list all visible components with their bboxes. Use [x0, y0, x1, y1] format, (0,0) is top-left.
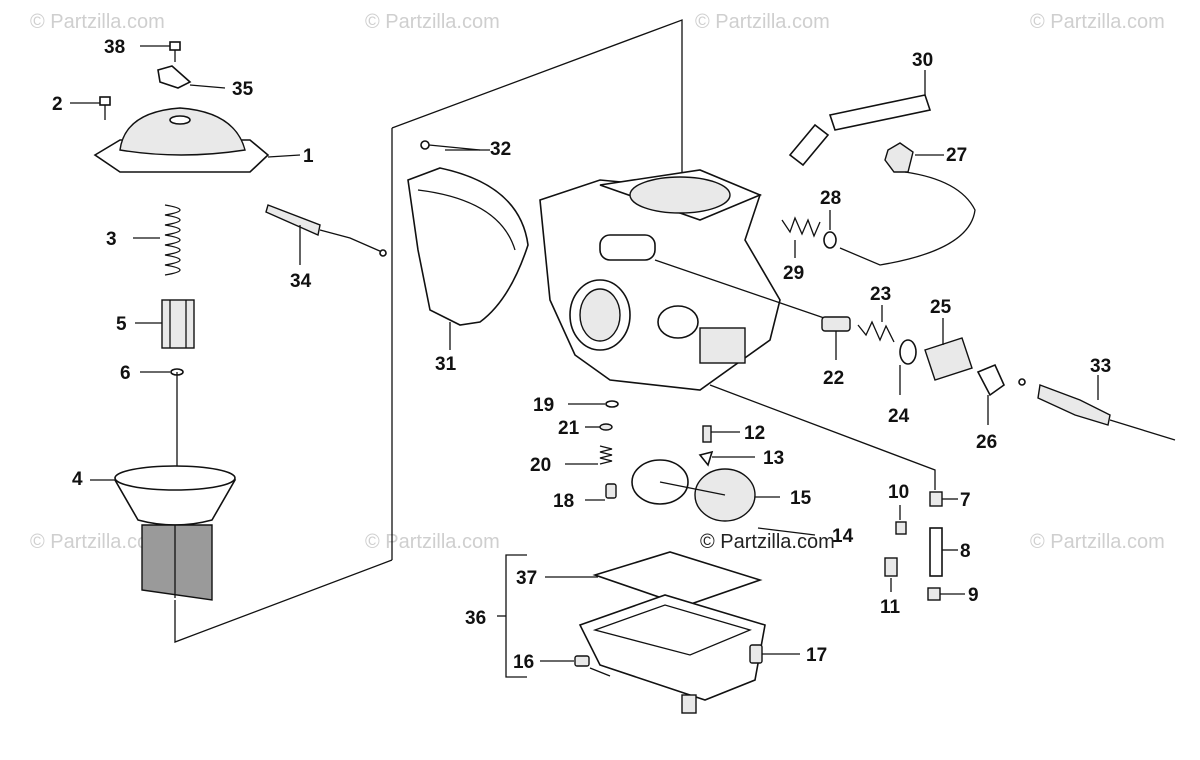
callout-18[interactable]: 18	[553, 491, 574, 512]
part-21-washer[interactable]	[585, 423, 613, 431]
callout-28[interactable]: 28	[820, 188, 841, 209]
part-13-clip[interactable]	[698, 450, 755, 467]
part-31-throttle-cover[interactable]	[407, 167, 529, 350]
part-23-spring[interactable]	[857, 305, 895, 343]
part-32-screw[interactable]	[420, 140, 490, 151]
watermark: © Partzilla.com	[30, 531, 165, 553]
part-26-cap[interactable]	[976, 363, 1005, 425]
callout-23[interactable]: 23	[870, 284, 891, 305]
watermark-layer: © Partzilla.com © Partzilla.com © Partzi…	[30, 11, 1165, 553]
part-35-bracket[interactable]	[157, 65, 226, 89]
callout-3[interactable]: 3	[106, 229, 117, 250]
callout-37[interactable]: 37	[516, 568, 537, 589]
callout-14[interactable]: 14	[832, 526, 854, 547]
part-33-sensor[interactable]	[1018, 375, 1176, 441]
part-24-washer[interactable]	[899, 339, 917, 395]
part-3-spring[interactable]	[133, 204, 181, 276]
watermark: © Partzilla.com	[30, 11, 165, 33]
part-10-jet[interactable]	[895, 505, 907, 535]
part-37-gasket[interactable]	[545, 551, 763, 607]
callout-20[interactable]: 20	[530, 455, 551, 476]
part-38-screw[interactable]	[140, 41, 181, 62]
callout-5[interactable]: 5	[116, 314, 127, 335]
part-9-main-jet[interactable]	[927, 587, 965, 601]
callout-4[interactable]: 4	[72, 469, 83, 490]
part-7-jet[interactable]	[929, 491, 958, 507]
part-11-jet[interactable]	[884, 557, 898, 592]
callout-16[interactable]: 16	[513, 652, 534, 673]
part-16-screw[interactable]	[540, 655, 590, 667]
part-17-screw[interactable]	[749, 644, 800, 664]
watermark: © Partzilla.com	[1030, 11, 1165, 33]
callout-35[interactable]: 35	[232, 79, 254, 100]
callout-15[interactable]: 15	[790, 488, 812, 509]
part-28-o-ring[interactable]	[823, 210, 837, 249]
callout-labels: 1 2 3 4 5 6 7 8 9 10 11 12 13 14 15 16 1…	[52, 37, 1111, 673]
part-30-fuel-hose[interactable]	[788, 70, 932, 167]
watermark: © Partzilla.com	[695, 11, 830, 33]
part-6-jet-needle[interactable]	[140, 368, 184, 475]
callout-17[interactable]: 17	[806, 645, 827, 666]
callout-36[interactable]: 36	[465, 608, 486, 629]
callout-38[interactable]: 38	[104, 37, 125, 58]
callout-8[interactable]: 8	[960, 541, 971, 562]
part-8-emulsion-tube[interactable]	[929, 527, 958, 577]
watermark-center: © Partzilla.com	[700, 531, 835, 553]
callout-27[interactable]: 27	[946, 145, 967, 166]
part-20-spring[interactable]	[565, 445, 613, 465]
carburetor-body[interactable]	[539, 169, 831, 391]
callout-29[interactable]: 29	[783, 263, 804, 284]
part-22-pilot-screw[interactable]	[821, 316, 851, 360]
callout-33[interactable]: 33	[1090, 356, 1111, 377]
callout-6[interactable]: 6	[120, 363, 131, 384]
part-36-float-bowl[interactable]	[578, 594, 766, 714]
part-14-pin[interactable]	[757, 527, 816, 536]
callout-19[interactable]: 19	[533, 395, 554, 416]
callout-32[interactable]: 32	[490, 139, 511, 160]
callout-1[interactable]: 1	[303, 146, 314, 167]
part-25-fitting[interactable]	[924, 318, 973, 381]
part-2-screw[interactable]	[70, 96, 111, 120]
callout-31[interactable]: 31	[435, 354, 457, 375]
callout-34[interactable]: 34	[290, 271, 312, 292]
part-29-spring[interactable]	[781, 216, 821, 258]
part-19-o-ring[interactable]	[568, 400, 619, 408]
callout-9[interactable]: 9	[968, 585, 979, 606]
callout-26[interactable]: 26	[976, 432, 997, 453]
assembly-guide-lines	[174, 19, 936, 678]
part-4-vacuum-piston[interactable]	[90, 465, 237, 601]
callout-11[interactable]: 11	[880, 597, 901, 618]
callout-13[interactable]: 13	[763, 448, 784, 469]
watermark: © Partzilla.com	[1030, 531, 1165, 553]
callout-25[interactable]: 25	[930, 297, 952, 318]
callout-24[interactable]: 24	[888, 406, 910, 427]
watermark: © Partzilla.com	[365, 531, 500, 553]
callout-12[interactable]: 12	[744, 423, 765, 444]
callout-2[interactable]: 2	[52, 94, 63, 115]
callout-10[interactable]: 10	[888, 482, 909, 503]
callout-7[interactable]: 7	[960, 490, 971, 511]
part-12-jet[interactable]	[702, 425, 740, 443]
part-5-needle-retainer[interactable]	[135, 299, 195, 349]
callout-22[interactable]: 22	[823, 368, 844, 389]
part-15-float[interactable]	[631, 459, 780, 522]
part-18-screw[interactable]	[585, 483, 617, 501]
callout-21[interactable]: 21	[558, 418, 580, 439]
part-1-diaphragm-cover[interactable]	[93, 107, 301, 173]
part-34-choke-cable[interactable]	[265, 204, 387, 265]
watermark: © Partzilla.com	[365, 11, 500, 33]
part-27-enrichener-lead[interactable]	[839, 142, 976, 266]
callout-30[interactable]: 30	[912, 50, 933, 71]
